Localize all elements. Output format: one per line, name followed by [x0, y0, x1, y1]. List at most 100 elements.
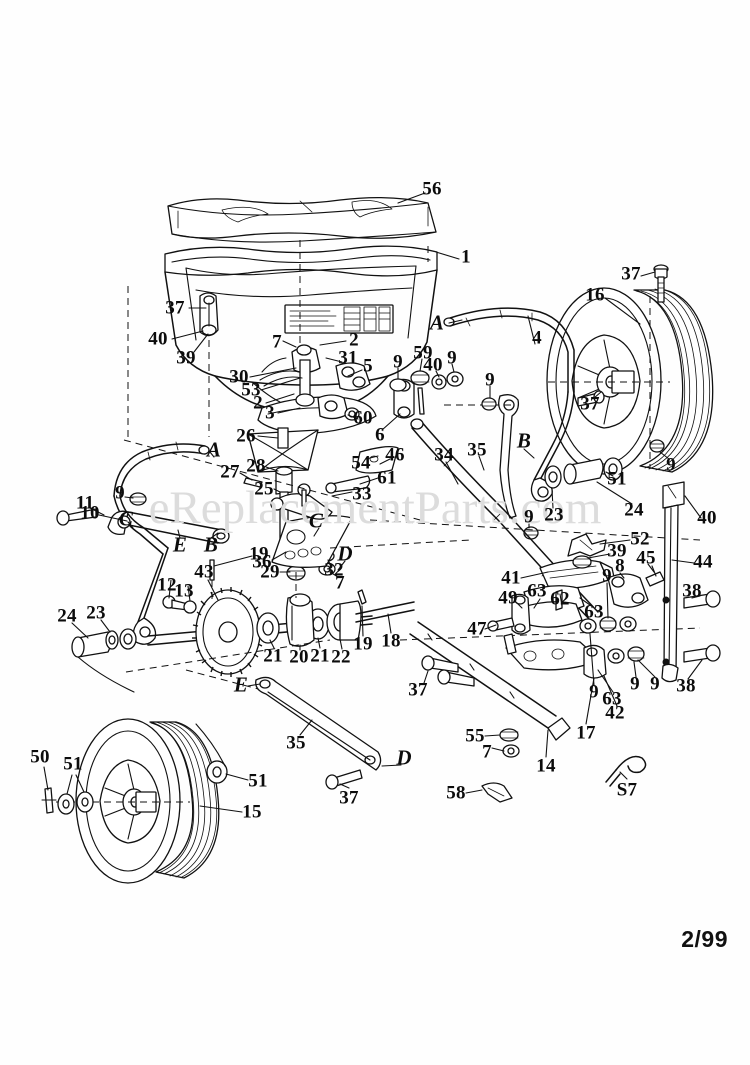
callout-b: B	[516, 428, 532, 453]
callout-39: 39	[607, 540, 627, 562]
callout-26: 26	[236, 425, 256, 447]
callout-42: 42	[605, 702, 625, 724]
callout-16: 16	[585, 284, 605, 306]
callout-44: 44	[693, 551, 713, 573]
callout-55: 55	[465, 725, 485, 747]
callout-38: 38	[682, 580, 702, 602]
callout-9: 9	[524, 506, 534, 528]
callout-d: D	[337, 541, 353, 566]
callout-40: 40	[148, 328, 168, 350]
callout-54: 54	[351, 452, 371, 474]
callout-e: E	[172, 532, 188, 557]
brace-part-35-lower	[255, 676, 382, 790]
callout-58: 58	[446, 782, 466, 804]
callout-9: 9	[447, 347, 457, 369]
callout-37: 37	[408, 679, 428, 701]
callout-45: 45	[636, 547, 656, 569]
callout-24: 24	[57, 605, 77, 627]
cross-part-52	[567, 533, 607, 557]
callout-7: 7	[335, 572, 345, 594]
callout-63: 63	[602, 688, 622, 710]
callout-50: 50	[30, 746, 50, 768]
callout-61: 61	[377, 467, 397, 489]
wheel-assembly-part-15	[41, 718, 228, 884]
callout-1: 1	[461, 246, 471, 268]
callout-25: 25	[254, 478, 274, 500]
callout-9: 9	[589, 681, 599, 703]
callout-34: 34	[434, 444, 454, 466]
callout-37: 37	[621, 263, 641, 285]
callout-s7: S7	[616, 779, 638, 801]
callout-63: 63	[527, 580, 547, 602]
callout-51: 51	[63, 753, 83, 775]
callout-31: 31	[338, 347, 358, 369]
callout-53: 53	[241, 379, 261, 401]
callout-21: 21	[263, 645, 283, 667]
callout-43: 43	[194, 561, 214, 583]
callout-9: 9	[666, 454, 676, 476]
bracket-part-35-right	[444, 394, 520, 519]
callout-13: 13	[174, 580, 194, 602]
callout-59: 59	[413, 342, 433, 364]
callout-60: 60	[353, 407, 373, 429]
callout-21: 21	[310, 645, 330, 667]
callout-9: 9	[630, 673, 640, 695]
callout-39: 39	[176, 347, 196, 369]
right-handle-tube-part-4	[443, 307, 575, 502]
callout-5: 5	[363, 355, 373, 377]
callout-47: 47	[467, 618, 487, 640]
callout-15: 15	[242, 801, 262, 823]
center-gearbox-assembly	[243, 344, 464, 568]
callout-40: 40	[697, 507, 717, 529]
callout-17: 17	[576, 722, 596, 744]
left-handle-assembly	[56, 441, 230, 645]
callout-35: 35	[467, 439, 487, 461]
callout-14: 14	[536, 755, 556, 777]
callout-7: 7	[482, 741, 492, 763]
spacer-part-24-right	[523, 457, 623, 540]
callout-29: 29	[260, 561, 280, 583]
callout-20: 20	[289, 646, 309, 668]
callout-3: 3	[265, 402, 275, 424]
bolt-part-37-upper	[653, 264, 669, 303]
vertical-rod-part-44	[605, 481, 721, 787]
spacer-part-24-left	[71, 628, 137, 693]
callout-a: A	[429, 310, 445, 335]
callout-9: 9	[602, 565, 612, 587]
callout-36: 36	[252, 551, 272, 573]
callout-12: 12	[157, 574, 177, 596]
callout-c: C	[118, 506, 134, 531]
callout-9: 9	[393, 351, 403, 373]
callout-38: 38	[676, 675, 696, 697]
callout-35: 35	[286, 732, 306, 754]
callout-19: 19	[353, 633, 373, 655]
callout-6: 6	[375, 424, 385, 446]
callout-23: 23	[86, 602, 106, 624]
callout-33: 33	[352, 483, 372, 505]
callout-30: 30	[229, 366, 249, 388]
callout-49: 49	[498, 587, 518, 609]
callout-e: E	[233, 672, 249, 697]
main-drawbar-part-34	[410, 418, 599, 621]
leader-lines	[43, 192, 703, 813]
callout-41: 41	[501, 567, 521, 589]
callout-46: 46	[385, 444, 405, 466]
callout-2: 2	[349, 329, 359, 351]
callout-2: 2	[253, 392, 263, 414]
hopper-body-part-1	[164, 245, 438, 409]
callout-27: 27	[220, 461, 240, 483]
callout-9: 9	[650, 673, 660, 695]
callout-63: 63	[584, 601, 604, 623]
hopper-lid-part-56	[167, 196, 437, 243]
hopper-decal	[284, 304, 394, 334]
callout-11: 11	[75, 492, 95, 514]
axle-gear-assembly	[147, 550, 415, 677]
callout-b: B	[203, 532, 219, 557]
callout-d: D	[396, 745, 412, 770]
callout-18: 18	[381, 630, 401, 652]
callout-22: 22	[331, 646, 351, 668]
callout-37: 37	[580, 393, 600, 415]
callout-51: 51	[607, 468, 627, 490]
